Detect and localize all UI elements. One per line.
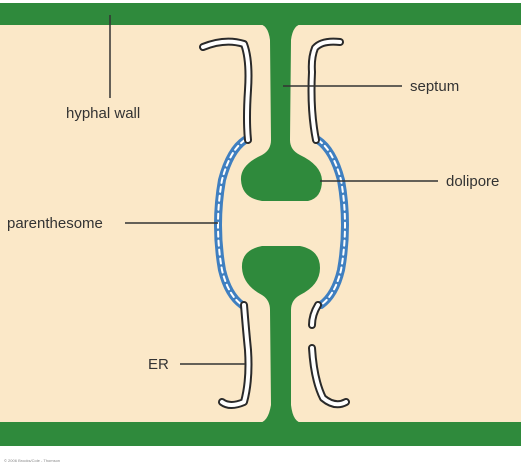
hyphal-wall-bottom	[0, 422, 521, 446]
credit-text: © 2006 Brooks/Cole - Thomson	[4, 458, 60, 463]
label-hyphal-wall: hyphal wall	[66, 105, 140, 122]
hyphal-wall-top	[0, 3, 521, 25]
label-septum: septum	[410, 78, 459, 95]
label-er: ER	[148, 356, 169, 373]
label-parenthesome: parenthesome	[7, 215, 103, 232]
label-dolipore: dolipore	[446, 173, 499, 190]
